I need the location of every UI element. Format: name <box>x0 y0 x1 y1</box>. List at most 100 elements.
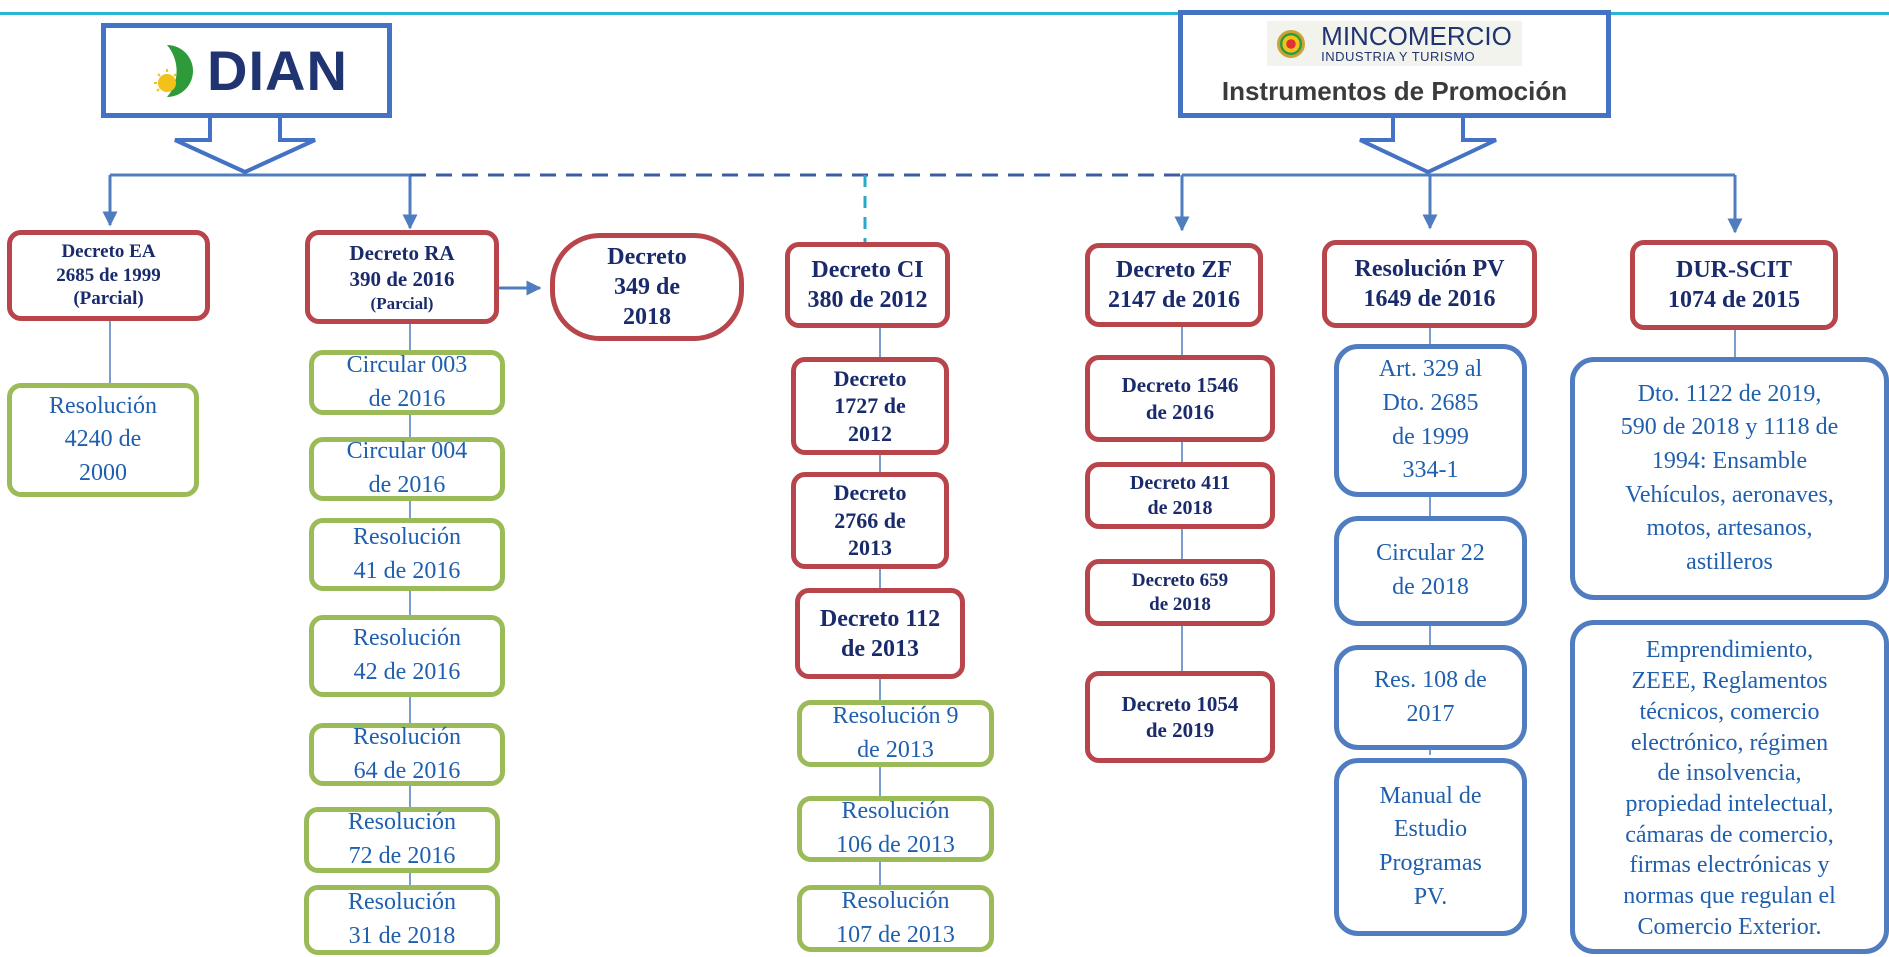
text-line: 2013 <box>848 535 892 561</box>
dian-down-arrow <box>174 115 316 175</box>
text-line: 2018 <box>623 304 671 330</box>
text-line: Resolución <box>49 392 157 419</box>
decreto-ra-box: Decreto RA 390 de 2016 (Parcial) <box>305 230 499 324</box>
text-line: 42 de 2016 <box>353 659 461 685</box>
text-line: de 2013 <box>841 635 919 662</box>
decreto-ci-box: Decreto CI 380 de 2012 <box>785 242 950 328</box>
text-line: PV. <box>1413 883 1448 910</box>
text-line: Resolución <box>841 887 950 914</box>
dur-scit-line: DUR-SCIT <box>1675 257 1792 283</box>
resolucion-42-box: Resolución 42 de 2016 <box>309 615 505 697</box>
text-line: ZEEE, Reglamentos <box>1631 668 1828 695</box>
decreto-1054-box: Decreto 1054 de 2019 <box>1085 671 1275 763</box>
emprendimiento-box: Emprendimiento, ZEEE, Reglamentos técnic… <box>1570 620 1889 954</box>
decreto-zf-line: Decreto ZF <box>1115 257 1233 283</box>
text-line: 334-1 <box>1402 457 1459 484</box>
text-line: Dto. 1122 de 2019, <box>1637 380 1822 407</box>
decreto-2766-box: Decreto 2766 de 2013 <box>791 472 949 569</box>
text-line: Circular 004 <box>346 438 468 465</box>
text-line: Vehículos, aeronaves, <box>1625 481 1834 508</box>
mincomercio-logo: MINCOMERCIO INDUSTRIA Y TURISMO <box>1267 21 1522 66</box>
text-line: de 2018 <box>1392 574 1469 600</box>
text-line: Res. 108 de <box>1374 666 1487 693</box>
text-line: 31 de 2018 <box>348 923 456 949</box>
circular-003-box: Circular 003 de 2016 <box>309 350 505 415</box>
dian-logo-text: DIAN <box>207 39 348 102</box>
text-line: de 2018 <box>1147 496 1213 519</box>
text-line: de 2016 <box>368 472 446 498</box>
res-108-box: Res. 108 de 2017 <box>1334 645 1527 750</box>
text-line: Decreto <box>833 365 907 391</box>
text-line: 1727 de <box>834 393 906 419</box>
circular-22-box: Circular 22 de 2018 <box>1334 516 1527 626</box>
text-line: Circular 22 <box>1376 540 1485 567</box>
mincomercio-header: MINCOMERCIO INDUSTRIA Y TURISMO Instrume… <box>1178 10 1611 118</box>
art-329-box: Art. 329 al Dto. 2685 de 1999 334-1 <box>1334 344 1527 497</box>
text-line: Decreto 1054 <box>1121 691 1239 716</box>
text-line: Resolución 9 <box>832 702 959 729</box>
text-line: cámaras de comercio, <box>1625 821 1834 848</box>
resolucion-pv-line: 1649 de 2016 <box>1363 286 1496 312</box>
decreto-659-box: Decreto 659 de 2018 <box>1085 559 1275 626</box>
text-line: propiedad intelectual, <box>1625 791 1834 817</box>
text-line: Decreto <box>607 244 687 270</box>
resolucion-9-box: Resolución 9 de 2013 <box>797 700 994 767</box>
text-line: 590 de 2018 y 1118 de <box>1620 414 1839 441</box>
resolucion-107-box: Resolución 107 de 2013 <box>797 885 994 952</box>
text-line: 349 de <box>614 274 680 300</box>
resolucion-106-box: Resolución 106 de 2013 <box>797 796 994 862</box>
decreto-ea-line: 2685 de 1999 <box>56 264 161 286</box>
text-line: Emprendimiento, <box>1645 637 1814 664</box>
top-rule <box>0 12 1889 15</box>
text-line: 2766 de <box>834 507 906 533</box>
text-line: de 2013 <box>857 736 934 763</box>
text-line: Resolución <box>348 809 456 836</box>
text-line: 1994: Ensamble <box>1651 447 1808 474</box>
resolucion-pv-line: Resolución PV <box>1354 256 1505 282</box>
decreto-411-box: Decreto 411 de 2018 <box>1085 462 1275 529</box>
circular-004-box: Circular 004 de 2016 <box>309 437 505 501</box>
dian-header: DIAN <box>101 23 392 118</box>
decreto-ea-box: Decreto EA 2685 de 1999 (Parcial) <box>7 230 210 321</box>
text-line: motos, artesanos, <box>1646 515 1813 542</box>
text-line: astilleros <box>1686 548 1773 575</box>
dur-scit-line: 1074 de 2015 <box>1668 287 1800 313</box>
text-line: de 1999 <box>1392 423 1469 450</box>
decreto-ea-line: (Parcial) <box>73 288 144 310</box>
text-line: 72 de 2016 <box>348 843 456 869</box>
dto-1122-box: Dto. 1122 de 2019, 590 de 2018 y 1118 de… <box>1570 357 1889 600</box>
text-line: Manual de <box>1379 782 1482 809</box>
text-line: electrónico, régimen <box>1630 729 1829 756</box>
text-line: Decreto 112 <box>819 605 941 632</box>
text-line: 106 de 2013 <box>836 832 955 858</box>
text-line: normas que regulan el <box>1623 883 1836 910</box>
decreto-zf-box: Decreto ZF 2147 de 2016 <box>1085 243 1263 327</box>
text-line: Decreto 659 <box>1131 569 1229 591</box>
text-line: Decreto <box>833 480 907 506</box>
text-line: 2000 <box>79 459 127 486</box>
decreto-1546-box: Decreto 1546 de 2016 <box>1085 355 1275 442</box>
text-line: de 2016 <box>1145 399 1215 424</box>
text-line: 2017 <box>1406 700 1455 727</box>
decreto-ra-line: 390 de 2016 <box>349 267 455 292</box>
text-line: 41 de 2016 <box>353 557 461 584</box>
decreto-ea-line: Decreto EA <box>61 240 156 262</box>
mincomercio-brand-sub: INDUSTRIA Y TURISMO <box>1321 49 1476 64</box>
text-line: de 2019 <box>1145 718 1215 742</box>
text-line: Estudio <box>1393 816 1468 843</box>
decreto-1727-box: Decreto 1727 de 2012 <box>791 357 949 455</box>
resolucion-4240-box: Resolución 4240 de 2000 <box>7 383 199 497</box>
text-line: de 2018 <box>1149 593 1211 615</box>
mincomercio-title: Instrumentos de Promoción <box>1221 76 1568 106</box>
text-line: Resolución <box>841 798 950 825</box>
text-line: 4240 de <box>64 426 142 453</box>
text-line: Circular 003 <box>346 351 468 378</box>
text-line: firmas electrónicas y <box>1629 852 1830 879</box>
decreto-ra-line: Decreto RA <box>349 241 455 266</box>
mincomercio-down-arrow <box>1359 115 1497 175</box>
text-line: de 2016 <box>368 385 446 412</box>
resolucion-41-box: Resolución 41 de 2016 <box>309 518 505 591</box>
decreto-zf-line: 2147 de 2016 <box>1108 287 1240 313</box>
text-line: Art. 329 al <box>1378 356 1483 383</box>
text-line: Comercio Exterior. <box>1637 913 1822 940</box>
